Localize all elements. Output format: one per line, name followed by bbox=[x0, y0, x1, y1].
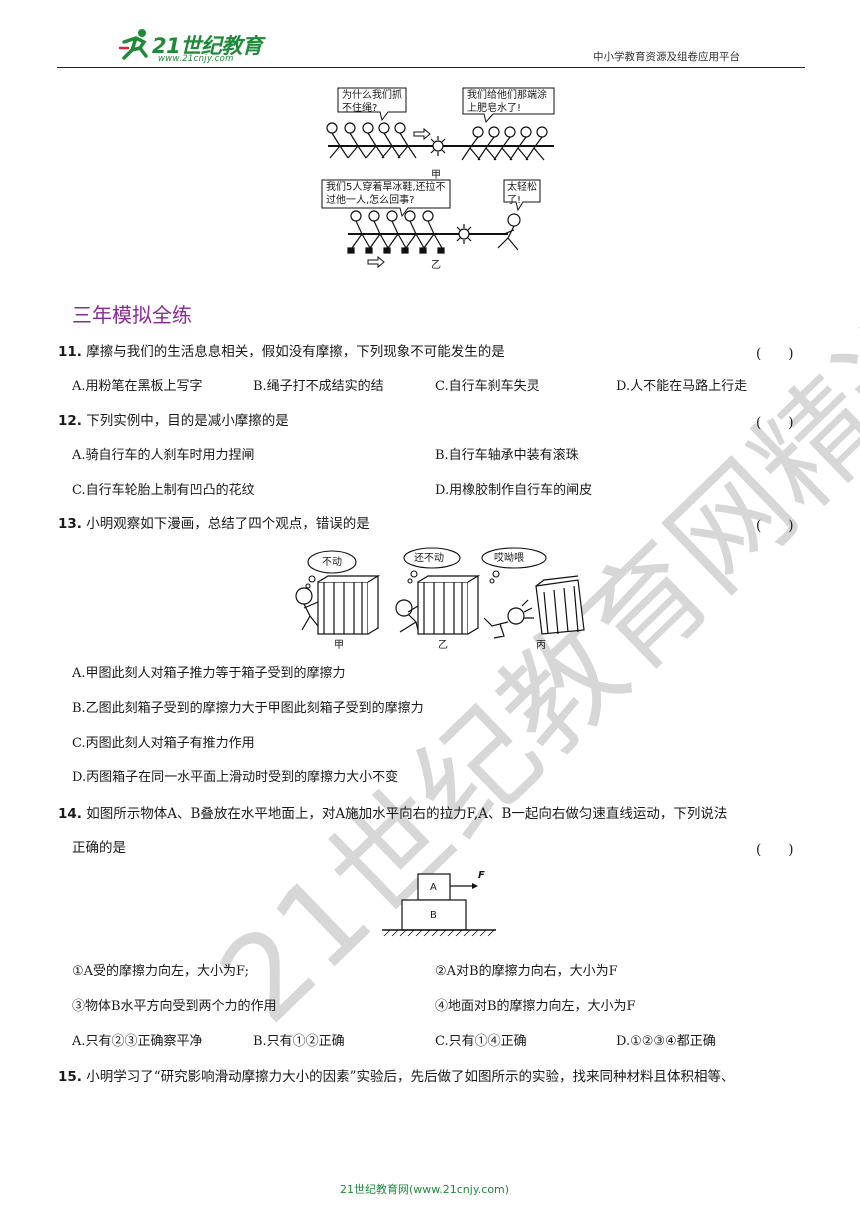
q11-stem: 11. 摩擦与我们的生活息息相关，假如没有摩擦，下列现象不可能发生的是 bbox=[58, 342, 803, 362]
tug-bubble-3: 我们5人穿着旱冰鞋,还拉不过他一人,怎么回事? bbox=[326, 182, 446, 206]
q14-statement-4: ④地面对B的摩擦力向左，大小为F bbox=[435, 999, 636, 1014]
q12-option-a: A.骑自行车的人刹车时用力捏闸 bbox=[72, 448, 255, 463]
q11-number: 11. bbox=[58, 344, 82, 360]
logo-text: 21世纪教育 bbox=[152, 34, 263, 58]
q13-stem: 13. 小明观察如下漫画，总结了四个观点，错误的是 bbox=[58, 514, 370, 534]
runner-logo-icon bbox=[118, 29, 148, 60]
cartoon-bubble-bing: 哎呦喂 bbox=[494, 553, 524, 564]
q13-option-d: D.丙图箱子在同一水平面上滑动时受到的摩擦力大小不变 bbox=[72, 770, 399, 785]
header-logo: 21世纪教育 www.21cnjy.com bbox=[118, 26, 278, 66]
q13-option-a: A.甲图此刻人对箱子推力等于箱子受到的摩擦力 bbox=[72, 666, 346, 681]
blocks-figure: A B F bbox=[378, 866, 504, 940]
tug-of-war-figure: 为什么我们抓不住绳? 我们给他们那端涂上肥皂水了! 甲 我们5人穿着旱冰鞋,还拉… bbox=[318, 84, 558, 271]
block-a-label: A bbox=[430, 882, 437, 893]
cartoon-label-yi: 乙 bbox=[438, 640, 448, 651]
q13-option-c: C.丙图此刻人对箱子有推力作用 bbox=[72, 736, 255, 751]
q14-option-c: C.只有①④正确 bbox=[435, 1034, 527, 1049]
q14-option-b: B.只有①②正确 bbox=[253, 1034, 345, 1049]
tug-team-left bbox=[326, 122, 417, 159]
q12-option-d: D.用橡胶制作自行车的闸皮 bbox=[435, 483, 593, 498]
q12-option-c: C.自行车轮胎上制有凹凸的花纹 bbox=[72, 483, 255, 498]
q12-stem: 12. 下列实例中，目的是减小摩擦的是 bbox=[58, 411, 289, 431]
star-icon bbox=[428, 136, 448, 156]
q14-option-d: D.①②③④都正确 bbox=[616, 1034, 716, 1049]
tug-bubble-2: 我们给他们那端涂上肥皂水了! bbox=[467, 90, 547, 114]
q14-statement-2: ②A对B的摩擦力向右，大小为F bbox=[435, 964, 618, 979]
cartoon-label-jia: 甲 bbox=[334, 640, 344, 651]
q14-text-line1: 如图所示物体A、B叠放在水平地面上，对A施加水平向右的拉力F,A、B一起向右做匀… bbox=[86, 806, 728, 822]
push-box-cartoon: 不动 还不动 哎呦喂 甲 乙 丙 bbox=[288, 546, 588, 651]
q14-answer-paren: ( ) bbox=[756, 842, 794, 858]
q12-option-b: B.自行车轴承中装有滚珠 bbox=[435, 448, 579, 463]
tug-bubble-4: 太轻松了! bbox=[507, 182, 537, 206]
q14-statement-3: ③物体B水平方向受到两个力的作用 bbox=[72, 999, 277, 1014]
q15-text: 小明学习了“研究影响滑动摩擦力大小的因素”实验后，先后做了如图所示的实验，找来同… bbox=[86, 1069, 735, 1085]
tug-label-jia: 甲 bbox=[431, 170, 441, 181]
tug-label-yi: 乙 bbox=[431, 260, 441, 271]
cartoon-bubble-yi: 还不动 bbox=[414, 553, 444, 564]
q12-number: 12. bbox=[58, 413, 82, 429]
cartoon-bubble-jia: 不动 bbox=[322, 557, 342, 568]
header-rule bbox=[57, 67, 805, 68]
tug-bubble-1: 为什么我们抓不住绳? bbox=[342, 90, 402, 114]
q13-option-b: B.乙图此刻箱子受到的摩擦力大于甲图此刻箱子受到的摩擦力 bbox=[72, 701, 424, 716]
q13-text: 小明观察如下漫画，总结了四个观点，错误的是 bbox=[86, 516, 370, 532]
q11-text: 摩擦与我们的生活息息相关，假如没有摩擦，下列现象不可能发生的是 bbox=[86, 344, 505, 360]
block-b-label: B bbox=[430, 910, 437, 921]
q14-statement-1: ①A受的摩擦力向左，大小为F; bbox=[72, 964, 249, 979]
force-f-label: F bbox=[478, 870, 485, 881]
section-title: 三年模拟全练 bbox=[72, 303, 192, 327]
q12-text: 下列实例中，目的是减小摩擦的是 bbox=[86, 413, 289, 429]
q13-answer-paren: ( ) bbox=[756, 518, 794, 534]
q14-text-line2: 正确的是 bbox=[72, 840, 126, 856]
q15-stem: 15. 小明学习了“研究影响滑动摩擦力大小的因素”实验后，先后做了如图所示的实验… bbox=[58, 1067, 808, 1087]
footer-link[interactable]: 21世纪教育网(www.21cnjy.com) bbox=[340, 1183, 510, 1196]
logo-url: www.21cnjy.com bbox=[158, 54, 234, 64]
header-platform-text: 中小学教育资源及组卷应用平台 bbox=[593, 51, 740, 63]
q14-option-a: A.只有②③正确察平净 bbox=[72, 1034, 203, 1049]
q13-number: 13. bbox=[58, 516, 82, 532]
tug-team-right bbox=[461, 126, 548, 161]
q11-option-a: A.用粉笔在黑板上写字 bbox=[72, 379, 203, 394]
q11-option-c: C.自行车刹车失灵 bbox=[435, 379, 540, 394]
q14-stem-line1: 14. 如图所示物体A、B叠放在水平地面上，对A施加水平向右的拉力F,A、B一起… bbox=[58, 804, 806, 824]
q12-answer-paren: ( ) bbox=[756, 415, 794, 431]
q11-option-b: B.绳子打不成结实的结 bbox=[253, 379, 384, 394]
q11-answer-paren: ( ) bbox=[756, 346, 794, 362]
q11-option-d: D.人不能在马路上行走 bbox=[616, 379, 748, 394]
q15-number: 15. bbox=[58, 1069, 82, 1085]
cartoon-label-bing: 丙 bbox=[536, 640, 546, 651]
q14-number: 14. bbox=[58, 806, 82, 822]
